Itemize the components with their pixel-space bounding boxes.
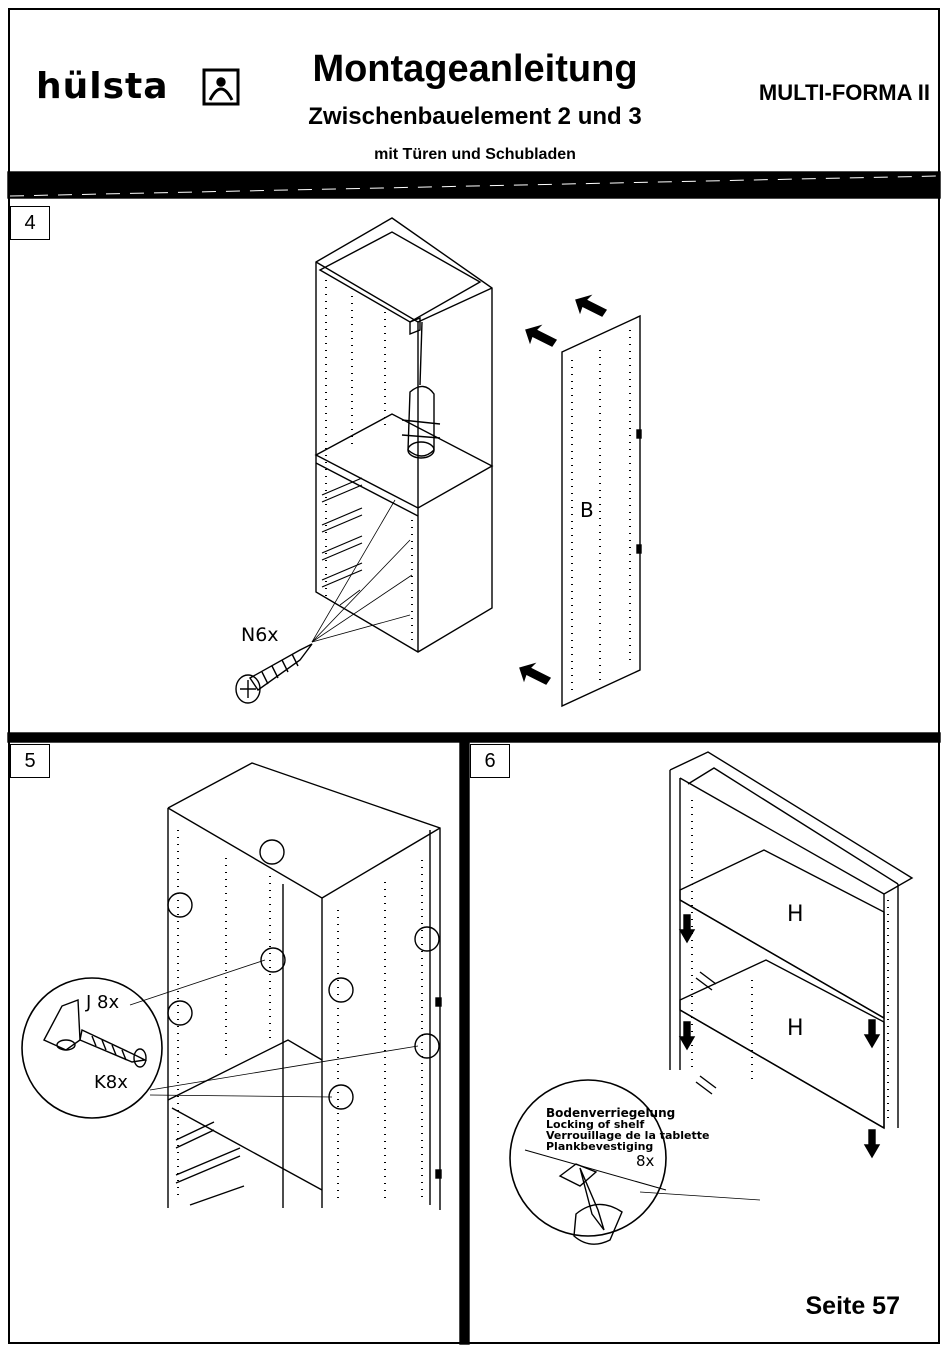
shelf-lock-callout: Bodenverriegelung Locking of shelf Verro… — [546, 1108, 709, 1152]
bracket-label-j: J 8x — [86, 992, 119, 1013]
document-subtitle: Zwischenbauelement 2 und 3 — [230, 103, 720, 131]
shelf-label-h-bottom: H — [787, 1016, 804, 1041]
shelf-label-h-top: H — [787, 902, 804, 927]
document-title: Montageanleitung — [230, 48, 720, 91]
lock-count-label: 8x — [636, 1152, 654, 1170]
step-divider-vertical — [460, 742, 469, 1344]
header-band — [8, 172, 940, 198]
cabinet-drawing-step5 — [22, 763, 441, 1210]
screw-label-k: K8x — [94, 1072, 128, 1093]
cabinet-drawing-step6 — [510, 752, 912, 1244]
product-name: MULTI-FORMA II — [710, 80, 930, 106]
page-number: Seite 57 — [770, 1292, 900, 1321]
callout-line-nl: Plankbevestiging — [546, 1141, 709, 1152]
step-number-4: 4 — [10, 206, 50, 240]
step-number-5: 5 — [10, 744, 50, 778]
panel-label-b: B — [580, 498, 594, 522]
cabinet-drawing-step4 — [236, 218, 641, 706]
document-subsubtitle: mit Türen und Schubladen — [230, 146, 720, 164]
brand-logo: hülsta — [36, 66, 169, 107]
screw-label-n: N6x — [241, 624, 279, 646]
step-divider-horizontal — [8, 733, 940, 742]
step-number-6: 6 — [470, 744, 510, 778]
